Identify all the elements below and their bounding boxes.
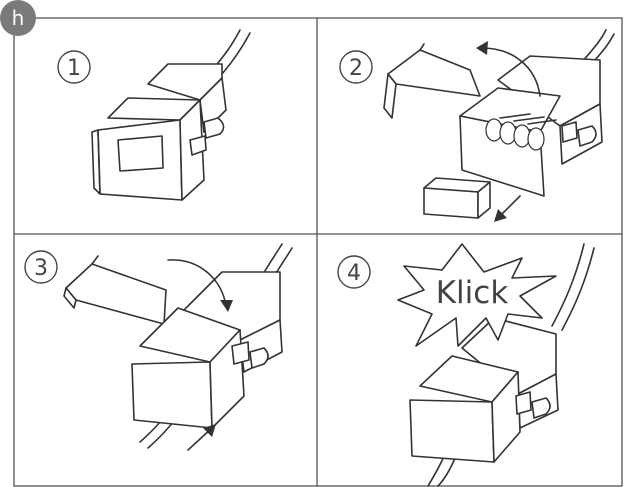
clamp-closed-4 bbox=[409, 317, 559, 463]
clamp-closing-3 bbox=[63, 255, 283, 429]
svg-text:1: 1 bbox=[67, 56, 81, 81]
cable-panel-4 bbox=[427, 243, 595, 487]
panel-step-2: 2 bbox=[339, 29, 615, 222]
clamp-closed-1 bbox=[91, 63, 227, 201]
step-number-2: 2 bbox=[339, 50, 373, 84]
conductors bbox=[485, 113, 557, 151]
push-arrow-3 bbox=[187, 424, 216, 451]
slide-arrow-2 bbox=[494, 195, 521, 222]
svg-text:3: 3 bbox=[34, 256, 48, 281]
rotate-arrow-2 bbox=[476, 41, 541, 97]
klick-starburst: Klick bbox=[397, 243, 557, 347]
step-badge: h bbox=[0, 0, 36, 36]
step-number-1: 1 bbox=[57, 50, 91, 84]
svg-text:4: 4 bbox=[347, 261, 361, 286]
clamp-open-2 bbox=[383, 43, 603, 197]
step-number-4: 4 bbox=[337, 255, 371, 289]
rotate-arrow-3 bbox=[167, 259, 233, 312]
svg-text:2: 2 bbox=[349, 56, 363, 81]
removed-piece-2 bbox=[423, 177, 491, 219]
panel-step-4: 4 Klick bbox=[337, 243, 595, 487]
panel-step-1: 1 bbox=[57, 29, 251, 201]
klick-label: Klick bbox=[436, 275, 509, 311]
badge-label: h bbox=[12, 6, 25, 30]
panel-step-3: 3 bbox=[24, 243, 293, 451]
panel-grid bbox=[13, 17, 623, 487]
step-number-3: 3 bbox=[24, 250, 58, 284]
